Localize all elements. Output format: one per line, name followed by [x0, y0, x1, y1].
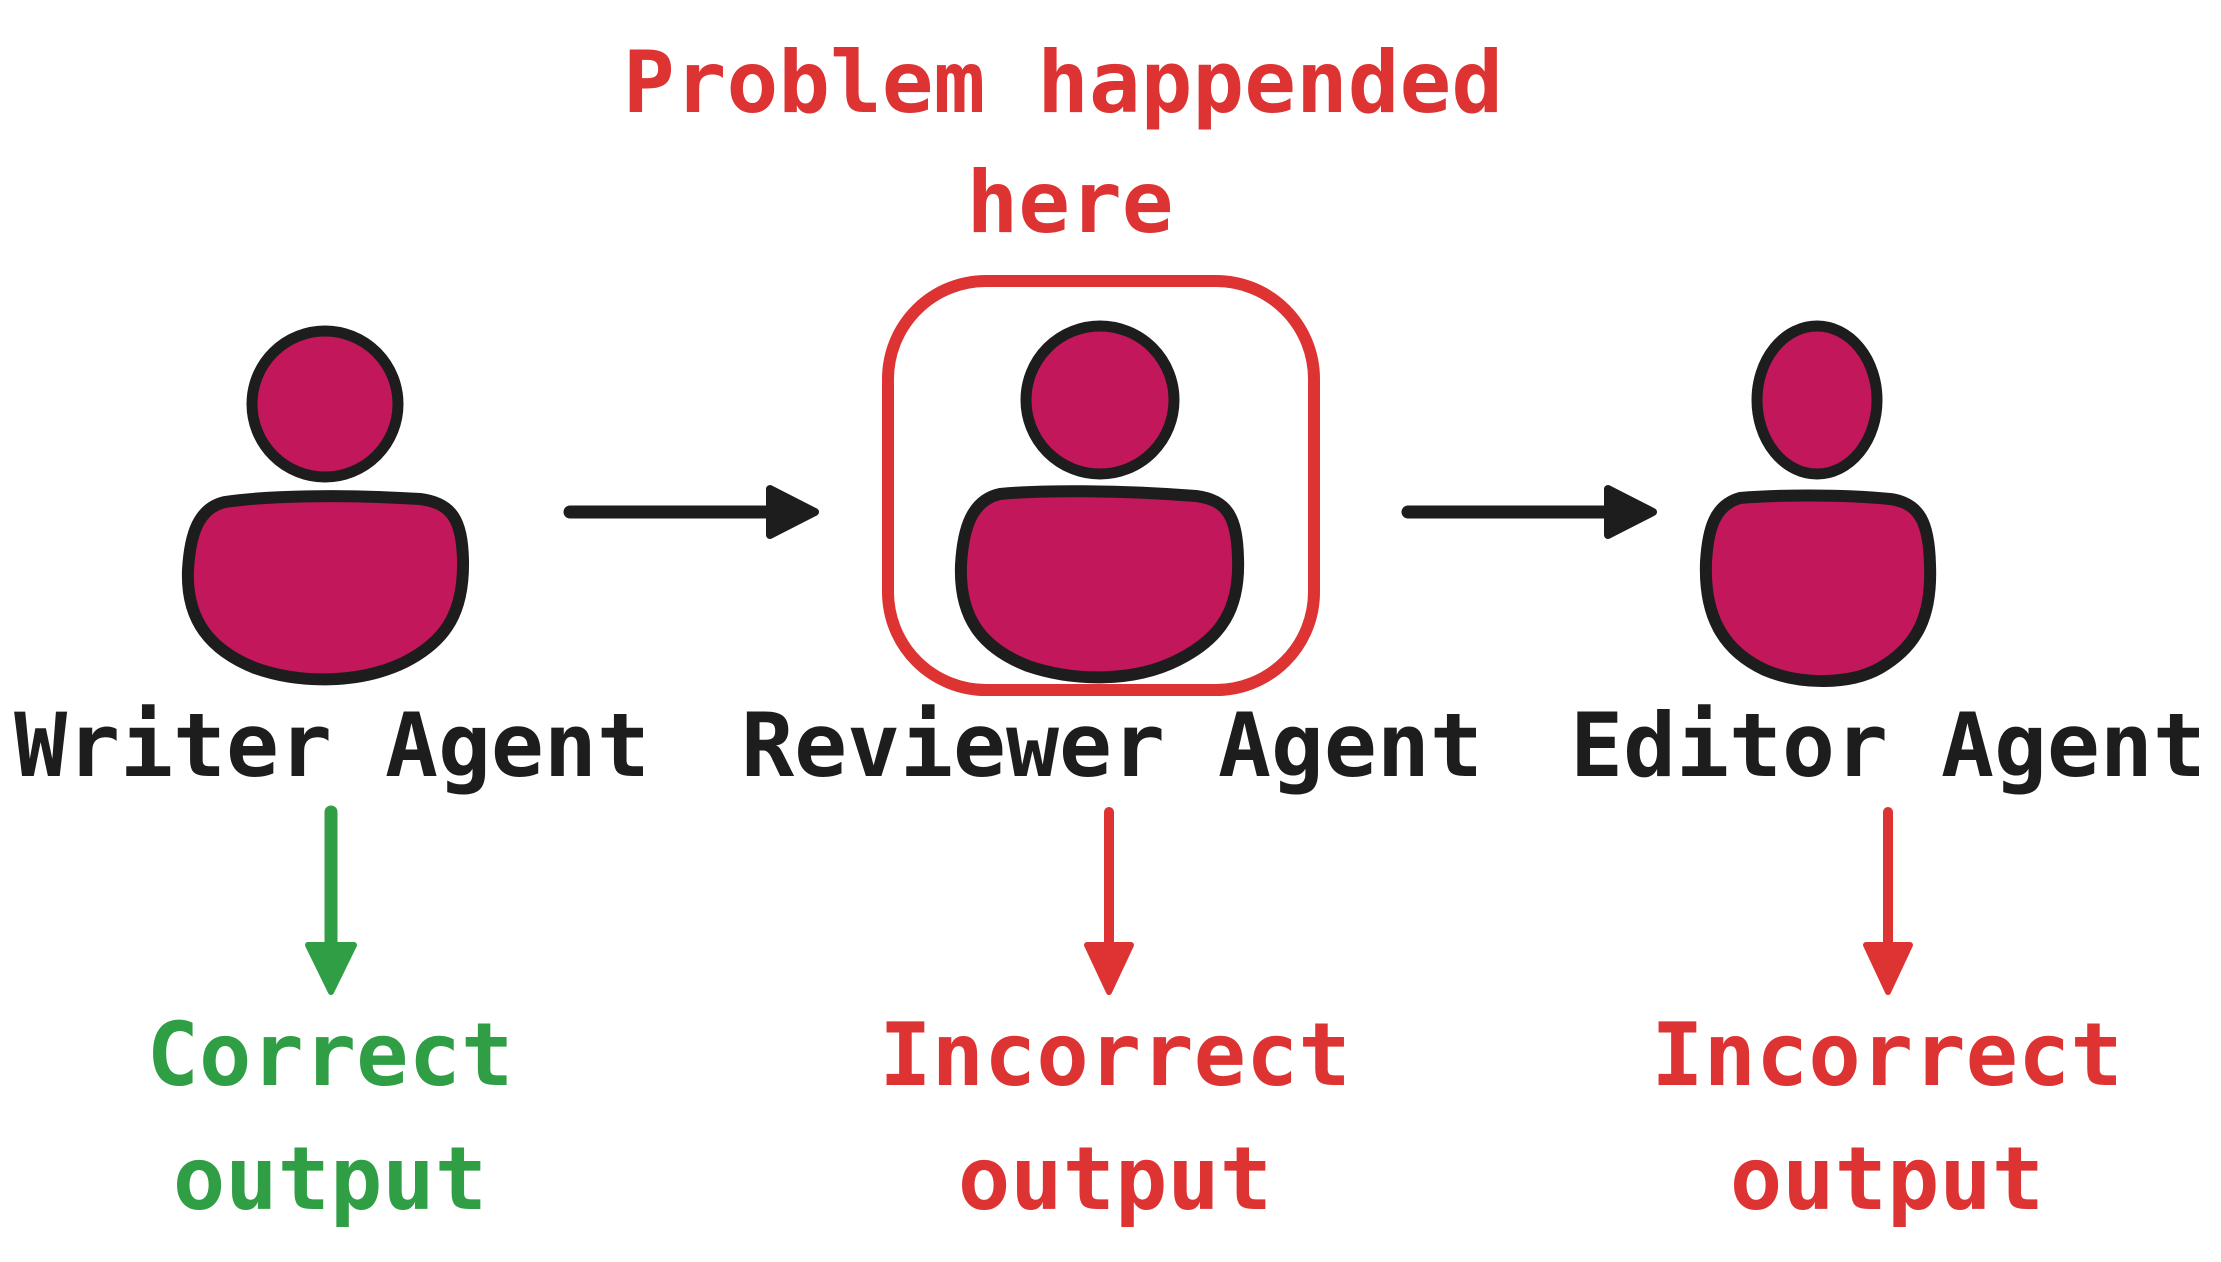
reviewer-output-arrow-icon [1084, 807, 1134, 995]
reviewer-output-line2: output [958, 1128, 1272, 1230]
writer-agent-label: Writer Agent [14, 694, 650, 797]
arrow-head-icon [766, 485, 819, 539]
writer-output-line2: output [173, 1128, 487, 1230]
person-head-icon [1751, 320, 1883, 480]
editor-output-line2: output [1730, 1128, 2044, 1230]
writer-output-line1: Correct [147, 1004, 514, 1106]
writer-output-text: Correct output [147, 1004, 514, 1230]
arrow-head-icon [1863, 942, 1913, 995]
arrow-reviewer-to-editor-icon [1401, 485, 1657, 539]
person-body-icon [1699, 489, 1937, 687]
arrow-writer-to-reviewer-icon [563, 485, 819, 539]
arrow-head-icon [305, 942, 357, 995]
problem-annotation-line2: here [966, 153, 1173, 253]
arrow-head-icon [1604, 485, 1657, 539]
editor-output-line1: Incorrect [1651, 1004, 2122, 1106]
person-body-icon [954, 485, 1245, 684]
problem-annotation: Problem happended here [623, 33, 1503, 253]
person-body-icon [181, 490, 470, 686]
writer-agent-person-icon [181, 325, 470, 686]
editor-agent-person-icon [1699, 320, 1937, 687]
reviewer-agent-label: Reviewer Agent [741, 694, 1483, 797]
reviewer-output-text: Incorrect output [879, 1004, 1350, 1230]
writer-output-arrow-icon [305, 805, 357, 995]
agent-labels: Writer Agent Reviewer Agent Editor Agent [14, 694, 2206, 797]
reviewer-output-line1: Incorrect [879, 1004, 1350, 1106]
problem-highlight-box [882, 275, 1320, 696]
arrow-head-icon [1084, 942, 1134, 995]
person-head-icon [246, 325, 404, 483]
reviewer-agent-person-icon [954, 320, 1245, 684]
editor-agent-label: Editor Agent [1570, 694, 2206, 797]
problem-annotation-line1: Problem happended [623, 33, 1503, 133]
person-head-icon [1020, 320, 1180, 480]
editor-output-text: Incorrect output [1651, 1004, 2122, 1230]
editor-output-arrow-icon [1863, 807, 1913, 995]
